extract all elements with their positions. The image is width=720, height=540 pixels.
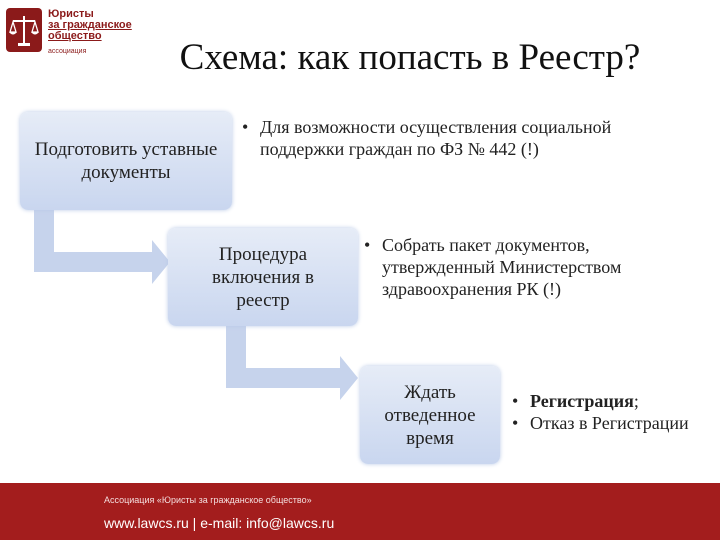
step-box-wait-period: Ждать отведенное время [360,366,500,464]
step-box-registry-procedure: Процедура включения в реестр [168,228,358,326]
step-label: Процедура включения в реестр [212,243,314,311]
step-label: Подготовить уставные документы [34,139,218,183]
bullet-item-registration: Регистрация; [508,390,708,412]
logo-line-3: общество [48,30,102,42]
step-box-prepare-documents: Подготовить уставные документы [20,112,232,210]
arrow-step2-to-step3 [226,326,358,400]
bullet-rest: ; [633,391,639,411]
scales-icon [6,8,42,52]
logo-subtitle: ассоциация [48,48,87,55]
footer-org: Ассоциация «Юристы за гражданское общест… [104,495,312,505]
bullet-rest: Отказ в Регистрации [530,413,689,433]
page-title: Схема: как попасть в Реестр? [179,37,641,78]
step1-bullets: Для возможности осуществления социальной… [238,116,638,160]
logo: Юристы за гражданское общество ассоциаци… [4,4,144,56]
flow-arrows [34,210,358,400]
logo-name: Юристы за гражданское общество [48,9,132,42]
footer: Ассоциация «Юристы за гражданское общест… [0,483,720,540]
bullet-item: Собрать пакет документов, утвержденный М… [360,234,700,300]
bullet-bold: Регистрация [530,391,634,411]
logo-line-1: Юристы [48,8,94,20]
step3-bullets: Регистрация; Отказ в Регистрации [508,390,708,434]
step-label: Ждать отведенное время [384,381,476,449]
logo-line-2: за гражданское [48,19,132,31]
step2-bullets: Собрать пакет документов, утвержденный М… [360,234,700,300]
footer-contacts: www.lawcs.ru | e-mail: info@lawcs.ru [104,515,335,531]
bullet-item: Для возможности осуществления социальной… [238,116,638,160]
arrow-step1-to-step2 [34,210,170,284]
bullet-item-refusal: Отказ в Регистрации [508,412,708,434]
